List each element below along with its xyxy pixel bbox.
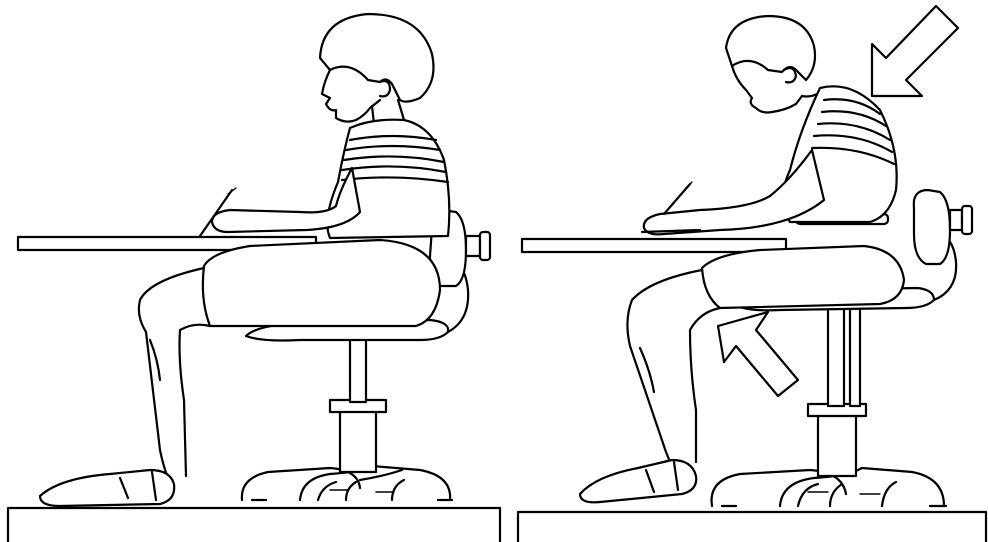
chair-backrest-right — [914, 190, 972, 300]
floor-slab-right — [518, 512, 986, 542]
shorts-left — [203, 240, 440, 326]
head-hair-left — [320, 14, 434, 102]
chair-column-left — [330, 338, 386, 472]
person-upright — [40, 14, 449, 506]
shoe-right — [580, 460, 696, 502]
desk-right — [522, 239, 786, 252]
arrow-under-thighs — [718, 312, 798, 396]
head-hair-right — [726, 16, 815, 80]
arrow-upper-back — [872, 6, 958, 96]
floor-slab-left — [8, 508, 500, 542]
leg-left — [139, 268, 204, 482]
face-right — [732, 66, 802, 113]
panel-upright-posture — [8, 14, 500, 542]
panel-slouched-posture — [518, 6, 986, 542]
shorts-right — [702, 246, 904, 308]
chair-column-right — [808, 300, 866, 476]
